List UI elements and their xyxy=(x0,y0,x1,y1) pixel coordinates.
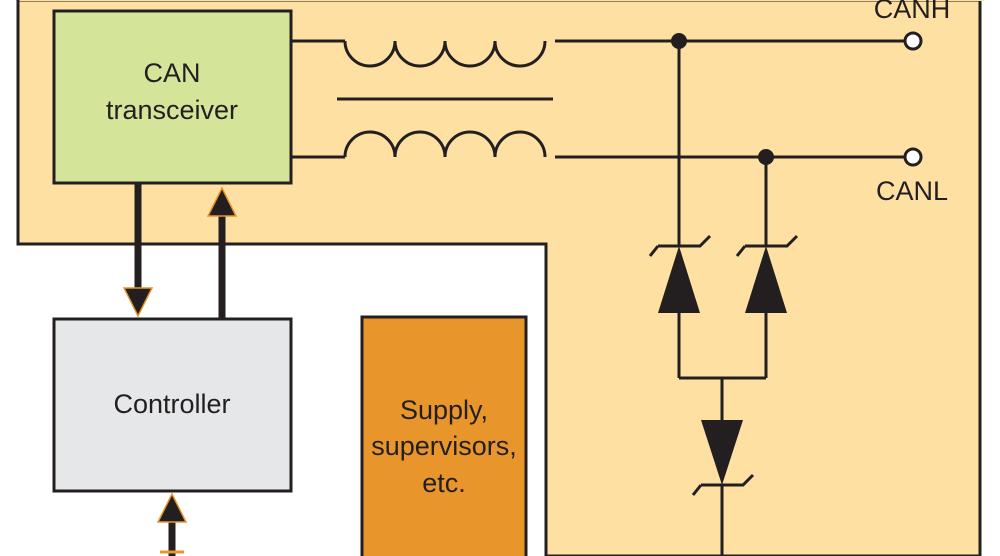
zener-left-bar-icon xyxy=(658,234,712,248)
choke-winding-bottom-icon xyxy=(343,130,547,158)
transceiver-label-line2: transceiver xyxy=(106,95,238,125)
controller-label: Controller xyxy=(113,389,230,419)
canh-line xyxy=(291,39,906,68)
supply-label-line3: etc. xyxy=(422,468,466,498)
canl-label: CANL xyxy=(876,176,948,206)
canh-terminal-icon xyxy=(903,31,923,51)
zener-bottom-triangle-icon xyxy=(701,420,743,485)
rx-arrow-up xyxy=(206,186,238,319)
zener-left-triangle-icon xyxy=(658,246,700,313)
zener-right-triangle-icon xyxy=(745,246,787,313)
canl-line xyxy=(291,130,906,159)
can-transceiver-block: CAN transceiver xyxy=(52,9,293,185)
supply-label-line2: supervisors, xyxy=(371,431,517,461)
zener-bottom-bar-icon xyxy=(701,473,755,487)
canh-label: CANH xyxy=(874,0,951,24)
tvs-network xyxy=(648,41,799,556)
controller-block: Controller xyxy=(52,317,293,493)
supply-label-line1: Supply, xyxy=(400,395,488,425)
choke-winding-top-icon xyxy=(343,40,547,68)
canl-terminal-icon xyxy=(903,147,923,167)
transceiver-label-line1: CAN xyxy=(143,58,200,88)
zener-right-bar-icon xyxy=(745,234,799,248)
tx-arrow-down xyxy=(122,183,154,318)
supply-block: Supply, supervisors, etc. xyxy=(360,315,528,556)
controller-bidirectional-arrow xyxy=(156,492,188,556)
